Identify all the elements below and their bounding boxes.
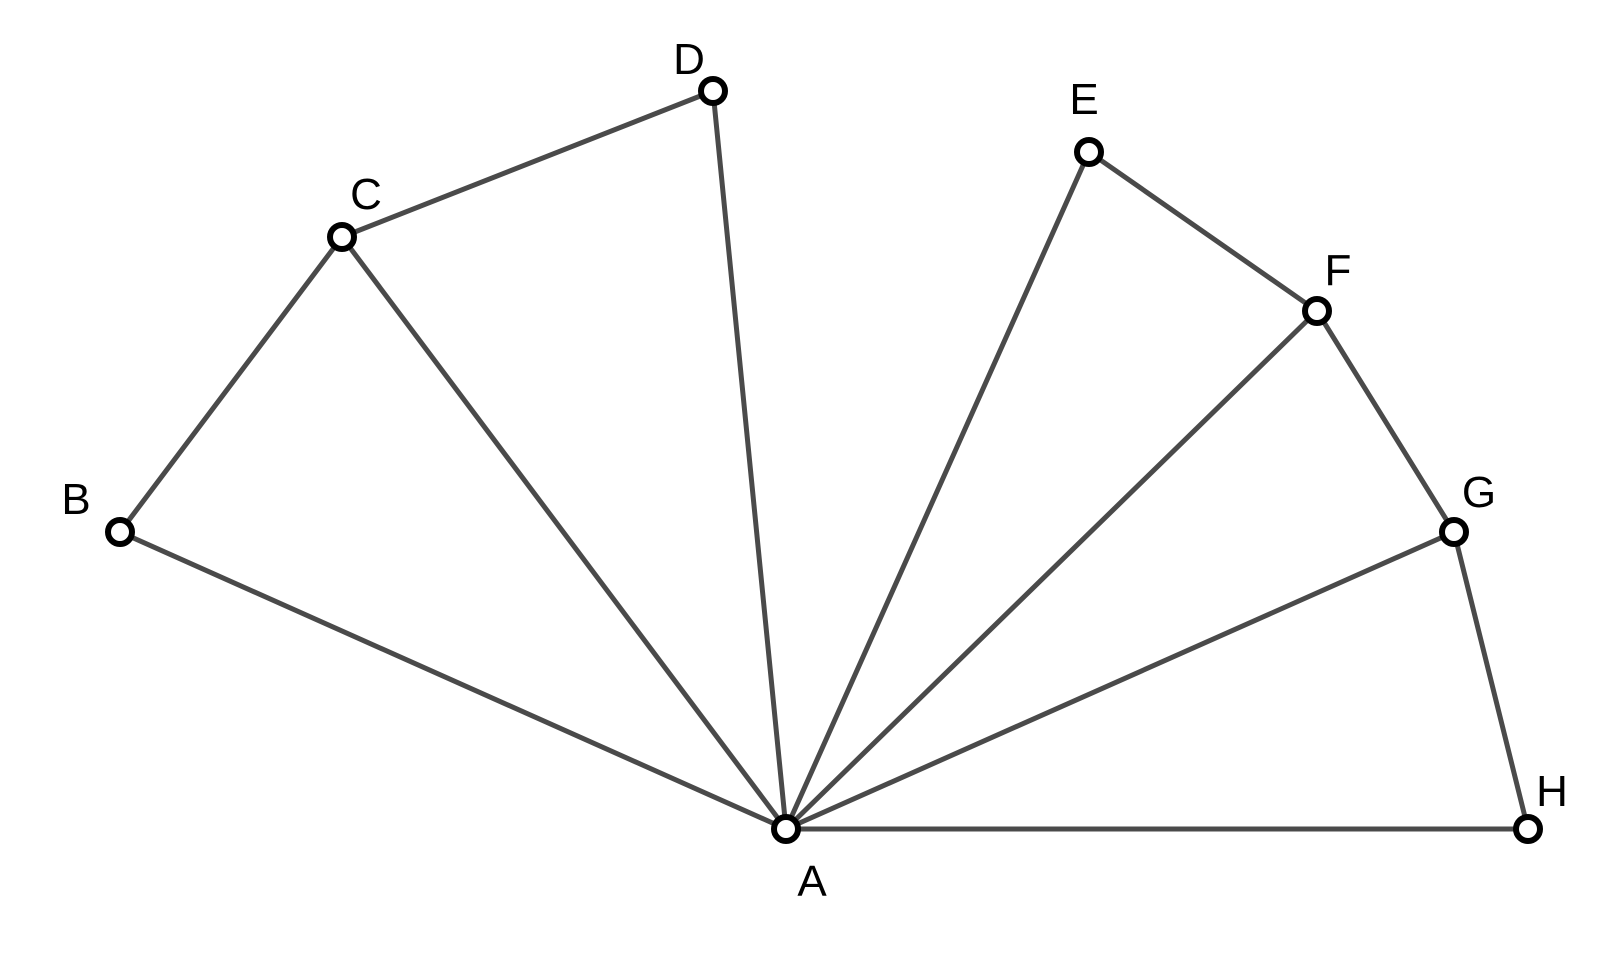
segment-ae <box>783 149 1092 832</box>
label-b: B <box>61 475 90 524</box>
vertex-h <box>1513 814 1543 844</box>
segment-gh <box>1451 529 1531 832</box>
vertex-c <box>327 222 357 252</box>
vertex-b <box>105 517 135 547</box>
label-g: G <box>1462 468 1496 517</box>
segments-layer <box>117 88 1531 832</box>
segment-bc <box>117 234 345 535</box>
label-e: E <box>1069 75 1098 124</box>
vertex-a <box>771 814 801 844</box>
vertex-e <box>1074 137 1104 167</box>
vertex-g <box>1439 517 1469 547</box>
segment-ef <box>1086 149 1320 314</box>
vertex-d <box>698 76 728 106</box>
label-a: A <box>797 857 827 906</box>
segment-ag <box>783 529 1457 832</box>
label-h: H <box>1536 767 1568 816</box>
segment-af <box>783 308 1320 832</box>
labels-layer: A B C D E F G H <box>61 35 1568 906</box>
label-d: D <box>673 35 705 84</box>
segment-ab <box>117 529 789 832</box>
segment-ad <box>710 88 789 832</box>
segment-cd <box>339 88 716 240</box>
label-f: F <box>1325 246 1352 295</box>
label-c: C <box>350 170 382 219</box>
vertices-layer <box>105 76 1543 844</box>
segment-ac <box>339 234 789 832</box>
segment-fg <box>1314 308 1457 535</box>
vertex-f <box>1302 296 1332 326</box>
